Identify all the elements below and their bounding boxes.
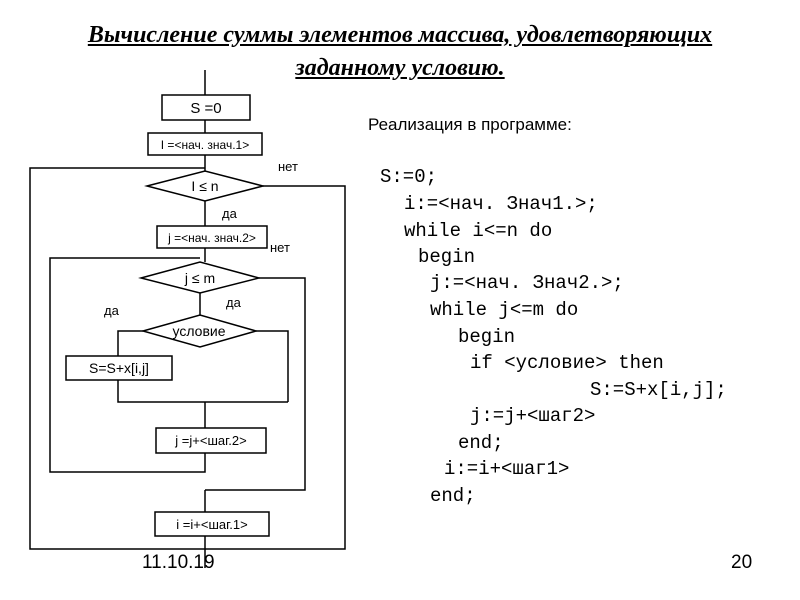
cond-i-text: I ≤ n xyxy=(191,178,218,194)
code-line: i:=<нач. Знач1.>; xyxy=(404,193,598,215)
code-line: j:=j+<шаг2> xyxy=(470,405,596,427)
flow-line-merge-left xyxy=(117,380,288,403)
outer-loop-exit-line xyxy=(205,185,346,550)
code-line: if <условие> then xyxy=(470,352,664,374)
init-i-text: I =<нач. знач.1> xyxy=(161,138,249,152)
label-yes-inner: да xyxy=(226,295,242,310)
init-sum-text: S =0 xyxy=(190,100,221,117)
step-i-text: i =i+<шаг.1> xyxy=(176,517,247,532)
code-line: begin xyxy=(418,246,476,268)
code-line: end; xyxy=(458,432,504,454)
code-line: begin xyxy=(458,326,516,348)
init-sum-box xyxy=(161,94,251,121)
code-line: j:=<нач. Знач2.>; xyxy=(430,272,624,294)
label-yes-outer: да xyxy=(222,206,238,221)
slide-page-number: 20 xyxy=(731,552,753,573)
outer-loop-back-line xyxy=(29,167,206,550)
label-yes-condition: да xyxy=(104,303,120,318)
code-line: while j<=m do xyxy=(430,299,579,321)
flow-line-no-branch xyxy=(256,330,289,402)
slide-title-line-2: заданному условию. xyxy=(295,55,505,81)
code-line: while i<=n do xyxy=(404,220,553,242)
cond-j-text: j ≤ m xyxy=(184,270,215,286)
init-j-box xyxy=(156,225,268,249)
step-i-box xyxy=(154,511,270,537)
step-j-box xyxy=(155,427,267,454)
code-line: S:=S+x[i,j]; xyxy=(590,379,727,401)
step-j-text: j =j+<шаг.2> xyxy=(174,433,246,448)
flow-line-yes-branch xyxy=(117,330,143,356)
cond-custom-text: условие xyxy=(173,323,226,339)
accumulate-text: S=S+x[i,j] xyxy=(89,360,149,376)
label-no-inner: нет xyxy=(270,240,290,255)
inner-loop-back-line xyxy=(49,257,206,473)
program-heading: Реализация в программе: xyxy=(368,115,572,134)
inner-loop-exit-line xyxy=(205,277,306,491)
code-line: S:=0; xyxy=(380,166,438,188)
code-line: end; xyxy=(430,485,476,507)
accumulate-box xyxy=(65,355,173,381)
label-no-outer: нет xyxy=(278,159,298,174)
slide-title-line-1: Вычисление суммы элементов массива, удов… xyxy=(87,22,713,48)
init-j-text: j =<нач. знач.2> xyxy=(167,231,256,245)
code-line: i:=i+<шаг1> xyxy=(444,458,570,480)
slide-date: 11.10.19 xyxy=(142,552,215,573)
